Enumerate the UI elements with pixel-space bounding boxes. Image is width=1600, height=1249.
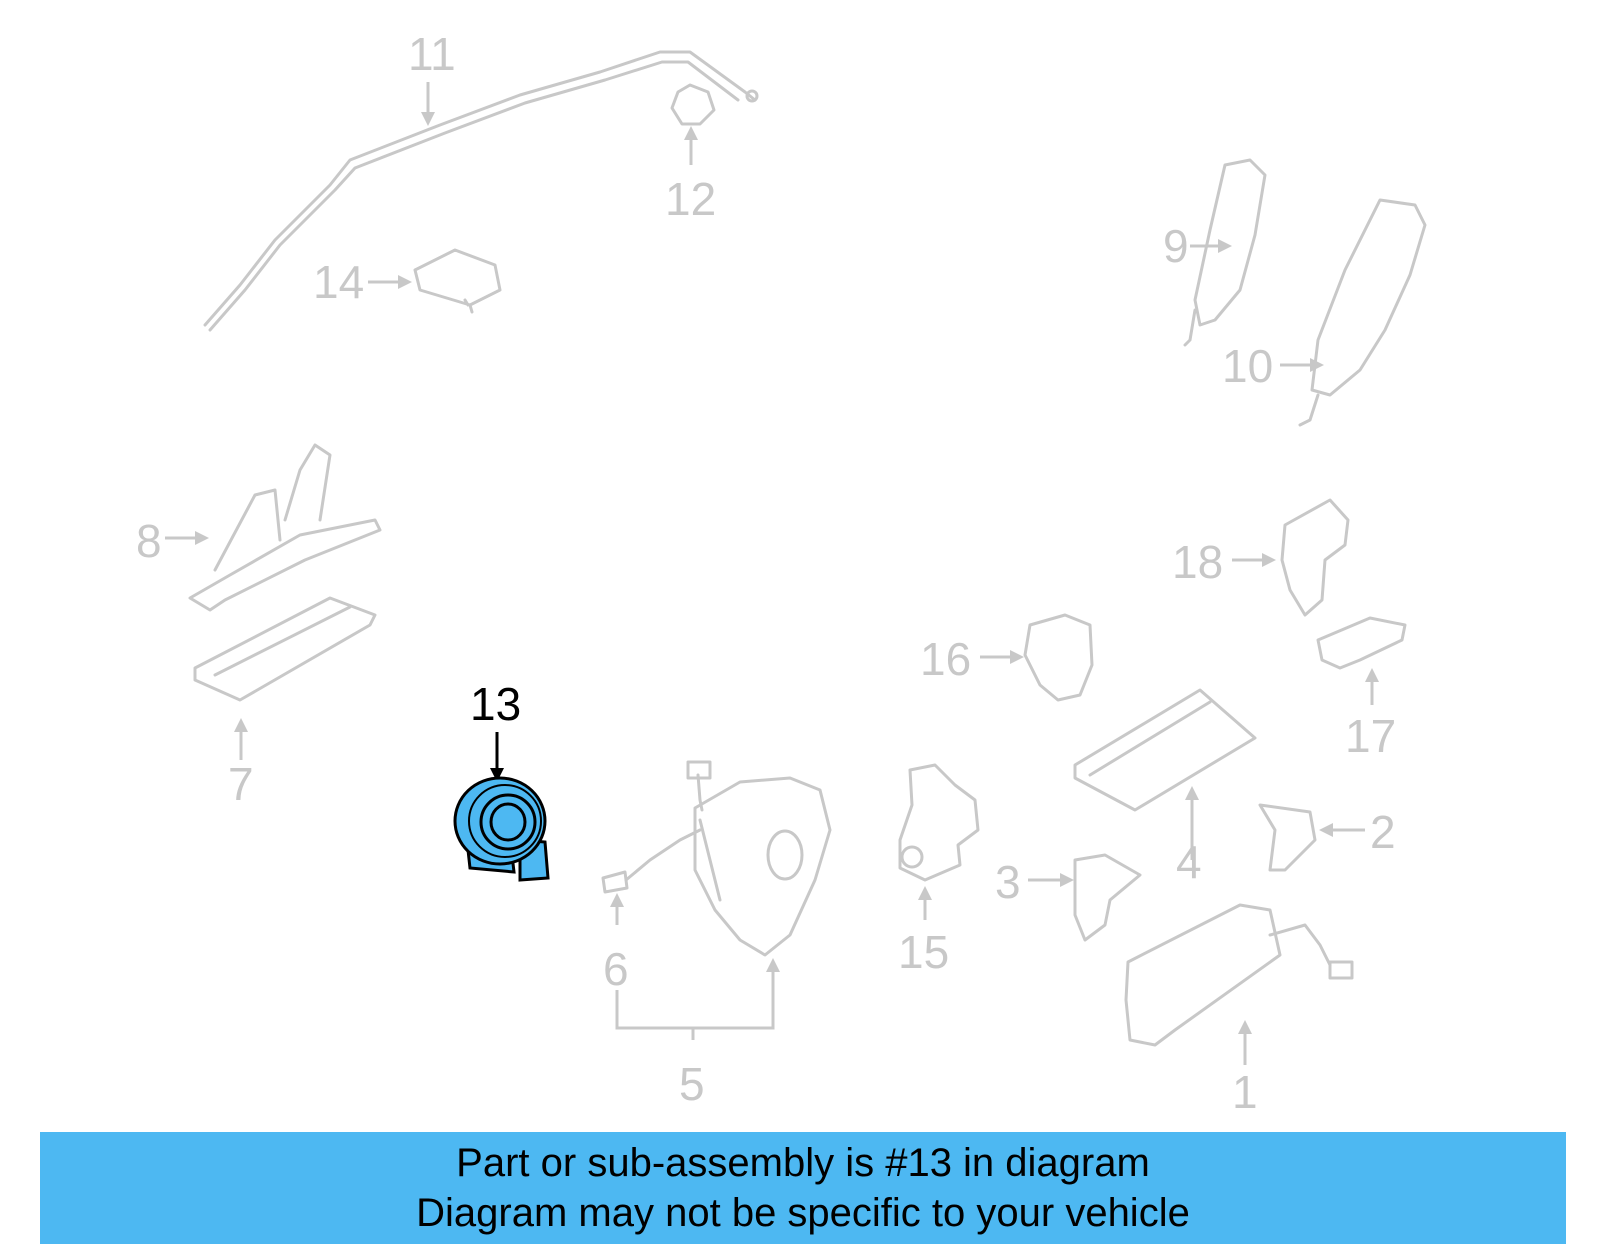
banner-line-1: Part or sub-assembly is #13 in diagram: [456, 1141, 1150, 1185]
callout-18: 18: [1172, 536, 1223, 588]
part-16-sensor: [1023, 613, 1094, 702]
callout-10: 10: [1222, 340, 1273, 392]
callout-6: 6: [603, 943, 629, 995]
callout-9: 9: [1163, 220, 1189, 272]
callout-8: 8: [136, 515, 162, 567]
callout-11: 11: [408, 28, 456, 80]
callout-15: 15: [898, 926, 949, 978]
callout-5: 5: [679, 1058, 705, 1110]
callout-14: 14: [313, 256, 364, 308]
part-9-seat-airbag: [1183, 158, 1267, 347]
part-6-wiring: [601, 773, 704, 894]
part-5-driver-airbag: [693, 776, 832, 957]
callout-16: 16: [920, 633, 971, 685]
banner-line-2: Diagram may not be specific to your vehi…: [416, 1191, 1190, 1235]
part-11-curtain-airbag: [203, 50, 759, 332]
part-10-side-airbag-module: [1298, 198, 1427, 427]
callout-7: 7: [228, 758, 254, 810]
part-2-bracket: [1258, 803, 1317, 872]
callout-13: 13: [470, 678, 521, 730]
part-12-nut: [670, 83, 716, 126]
part-1-passenger-airbag: [1124, 903, 1332, 1047]
callout-17: 17: [1345, 710, 1396, 762]
part-13-clockspring: [453, 776, 550, 882]
part-3-bracket: [1073, 853, 1142, 942]
callout-4: 4: [1176, 836, 1202, 888]
callout-3: 3: [995, 856, 1021, 908]
part-17-sensor: [1316, 616, 1407, 670]
part-8-seat-frame: [188, 443, 382, 612]
part-14-sensor: [413, 248, 502, 314]
part-15-sensor: [898, 763, 980, 882]
callout-1: 1: [1232, 1066, 1258, 1118]
info-banner: Part or sub-assembly is #13 in diagram D…: [40, 1132, 1566, 1244]
callout-12: 12: [665, 173, 716, 225]
part-7-seat-track: [193, 596, 377, 702]
part-4-control-module: [1073, 688, 1257, 812]
callout-2: 2: [1370, 806, 1396, 858]
part-18-bracket: [1280, 498, 1350, 617]
